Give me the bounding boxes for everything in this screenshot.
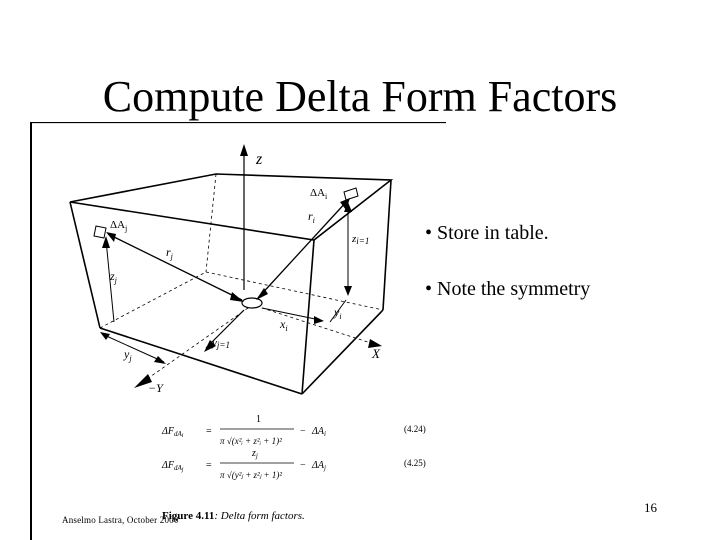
caption-number: Figure 4.11	[162, 510, 215, 522]
svg-text:ΔFdAi: ΔFdAi	[161, 426, 184, 439]
patch-delta-a-i	[343, 187, 359, 201]
hemicube-diagram: z ΔAi ri zi=1 ΔAj rj zj yi xi yj=1 yj X …	[30, 122, 446, 540]
cube-bottom-right	[301, 309, 384, 395]
patch-delta-a-j	[93, 225, 107, 239]
equation-4-24: ΔFdAi = 1 π √(x²ᵢ + z²ᵢ + 1)² − ΔAi (4.2…	[161, 414, 426, 446]
cube-hidden-edge	[205, 173, 217, 273]
x-axis	[255, 305, 375, 345]
x-axis-arrow	[368, 339, 382, 348]
eq2-number: (4.25)	[404, 458, 426, 468]
svg-text:ΔFdAj: ΔFdAj	[161, 460, 184, 473]
r-i-arrow	[257, 199, 349, 299]
figure-caption: Figure 4.11: Delta form factors.	[162, 510, 305, 522]
eq1-denominator: π √(x²ᵢ + z²ᵢ + 1)²	[220, 436, 282, 446]
x-i-arrow	[261, 307, 321, 321]
label-r-j: rj	[166, 245, 174, 261]
cube-hidden-bottom-left	[99, 271, 207, 329]
eq1-number: (4.24)	[404, 424, 426, 434]
slide-number: 16	[644, 500, 657, 515]
label-neg-y-axis: −Y	[148, 381, 164, 395]
neg-y-arrow	[134, 374, 152, 388]
equation-4-25: ΔFdAj = zj π √(y²ⱼ + z²ⱼ + 1)² − ΔAj (4.…	[161, 448, 426, 480]
label-delta-a-j: ΔAj	[110, 219, 127, 233]
y-j-dimension	[101, 333, 165, 363]
eq1-numerator: 1	[256, 414, 261, 425]
bullet-note-symmetry: • Note the symmetry	[425, 278, 591, 300]
footer-author-date: Anselmo Lastra, October 2000	[62, 515, 179, 525]
svg-text:ΔAi: ΔAi	[311, 426, 326, 438]
svg-text:=: =	[206, 426, 212, 437]
label-z-j: zj	[109, 269, 118, 285]
eq2-denominator: π √(y²ⱼ + z²ⱼ + 1)²	[220, 470, 282, 480]
cube-hidden-bottom-back	[205, 271, 384, 311]
label-x-i: xi	[279, 317, 288, 333]
svg-text:ΔAj: ΔAj	[311, 460, 326, 472]
label-r-i: ri	[308, 209, 315, 225]
cube-bottom-front	[99, 327, 303, 395]
hemicube-figure: z ΔAi ri zi=1 ΔAj rj zj yi xi yj=1 yj X …	[30, 122, 446, 540]
r-j-arrow	[107, 233, 243, 301]
cube-front-edge	[301, 239, 315, 395]
svg-text:−: −	[300, 460, 306, 471]
slide-title: Compute Delta Form Factors	[102, 72, 618, 121]
svg-text:zj: zj	[251, 448, 258, 460]
eq2-numerator: z	[251, 448, 256, 459]
z-axis-arrow	[240, 144, 248, 156]
svg-text:−: −	[300, 426, 306, 437]
y-i-arrow	[329, 299, 347, 323]
cube-right-edge	[382, 179, 392, 311]
label-x-axis: X	[371, 346, 381, 361]
caption-text: : Delta form factors.	[214, 510, 305, 522]
label-z-i: zi=1	[351, 233, 369, 246]
bullet-store-in-table: • Store in table.	[425, 222, 549, 244]
y-j-one-arrow	[205, 309, 245, 349]
label-y-i: yi	[333, 305, 342, 321]
svg-text:=: =	[206, 460, 212, 471]
neg-y-axis	[139, 307, 249, 385]
cube-left-edge	[69, 201, 101, 329]
label-y-j: yj	[123, 347, 132, 363]
label-delta-a-i: ΔAi	[310, 187, 328, 201]
z-j-dimension	[105, 239, 115, 323]
label-y-j-one: yj=1	[211, 337, 230, 350]
label-z: z	[255, 151, 263, 168]
origin-patch	[241, 297, 263, 309]
